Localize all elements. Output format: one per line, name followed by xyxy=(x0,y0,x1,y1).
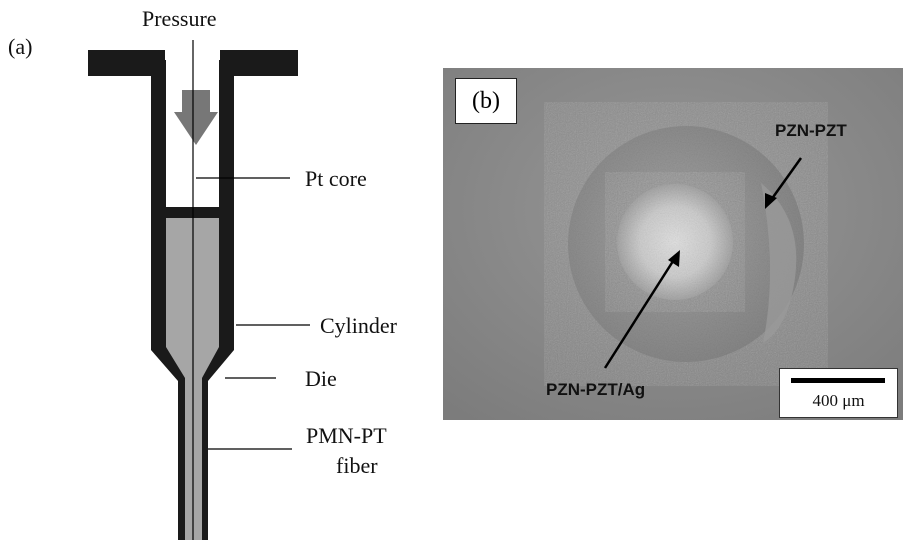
pressure-label: Pressure xyxy=(142,6,217,31)
core-arrowhead xyxy=(668,250,680,267)
ceramic-fill xyxy=(162,213,221,540)
scale-bar xyxy=(791,378,885,383)
cylinder-wall-right xyxy=(202,60,234,540)
cylinder-label: Cylinder xyxy=(320,313,397,338)
outer-shell-region xyxy=(761,183,797,343)
silver-core xyxy=(617,184,733,300)
extrusion-schematic xyxy=(88,40,310,540)
scale-bar-box: 400 μm xyxy=(779,368,898,418)
pt-core-label: Pt core xyxy=(305,166,367,191)
scale-bar-label: 400 μm xyxy=(812,391,865,410)
cylinder-wall-left xyxy=(151,60,185,540)
fiber-label-line1: PMN-PT xyxy=(306,423,387,448)
outer-arrowhead xyxy=(765,193,777,209)
outer-region-label: PZN-PZT xyxy=(775,121,847,140)
fiber-cross-section-micrograph xyxy=(443,68,903,420)
panel-b-tag: (b) xyxy=(455,78,517,124)
panel-a-tag: (a) xyxy=(8,34,33,59)
fiber-label-line2: fiber xyxy=(336,453,378,478)
die-label: Die xyxy=(305,366,337,391)
core-arrow-shaft xyxy=(603,257,677,369)
micrograph-image xyxy=(443,68,903,420)
pressure-arrow xyxy=(174,90,218,145)
outer-arrow-shaft xyxy=(769,157,803,201)
core-region-label: PZN-PZT/Ag xyxy=(546,380,646,399)
